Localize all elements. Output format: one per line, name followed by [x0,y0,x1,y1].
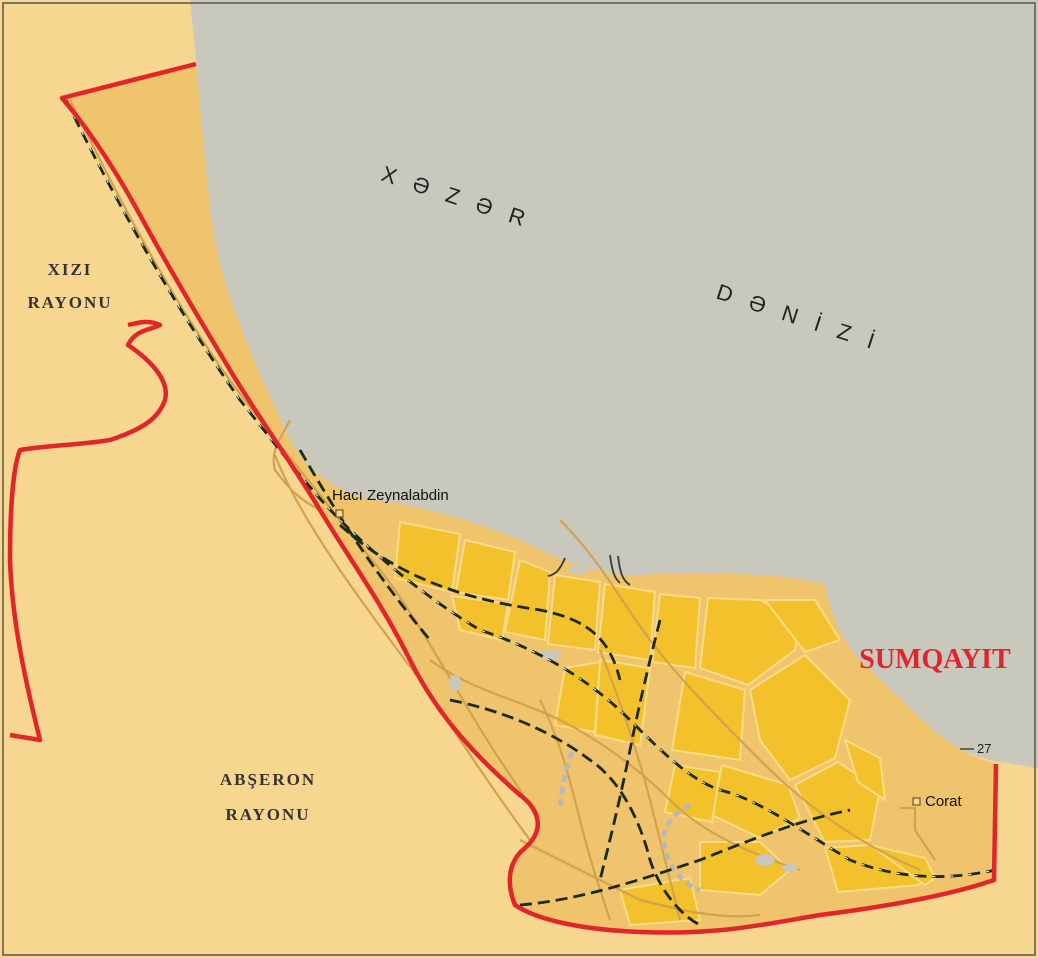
urban-block [596,582,657,662]
urban-block [618,876,702,927]
pond [568,566,588,574]
urban-block [393,520,462,594]
urban-block [762,599,842,654]
pond [538,650,562,660]
railways [64,99,996,927]
district-label-xizi-line1: XIZI [48,260,93,279]
city-border [59,61,999,935]
settlement-marker-corat [912,797,921,806]
district-border [7,319,169,743]
urban-block [553,660,602,734]
urban-block [546,573,602,652]
city-label: SUMQAYIT [859,644,1011,675]
pond [755,854,775,866]
urban-block [454,538,517,602]
settlement-marker-haci-zeynalabdin [335,509,344,518]
pond [449,675,461,691]
urban-block [503,558,552,642]
piers [547,554,631,586]
caspian-sea [190,0,1038,768]
ponds [449,566,798,872]
road-marker-label: 27 [977,741,991,756]
district-label-xizi-line2: RAYONU [27,293,112,312]
district-label-abseron-line1: ABŞERON [220,770,316,789]
urban-block [843,738,887,803]
administrative-border [7,61,999,935]
urban-blocks [393,520,937,927]
settlement-label-corat: Corat [925,793,963,810]
urban-block [698,596,802,687]
urban-block [670,670,747,762]
urban-block [748,653,852,782]
urban-block [650,592,702,670]
settlement-label-haci-zeynalabdin: Hacı Zeynalabdin [332,487,449,504]
district-label-abseron-line2: RAYONU [225,805,310,824]
dashed-lines [557,751,701,893]
pond [782,864,798,872]
